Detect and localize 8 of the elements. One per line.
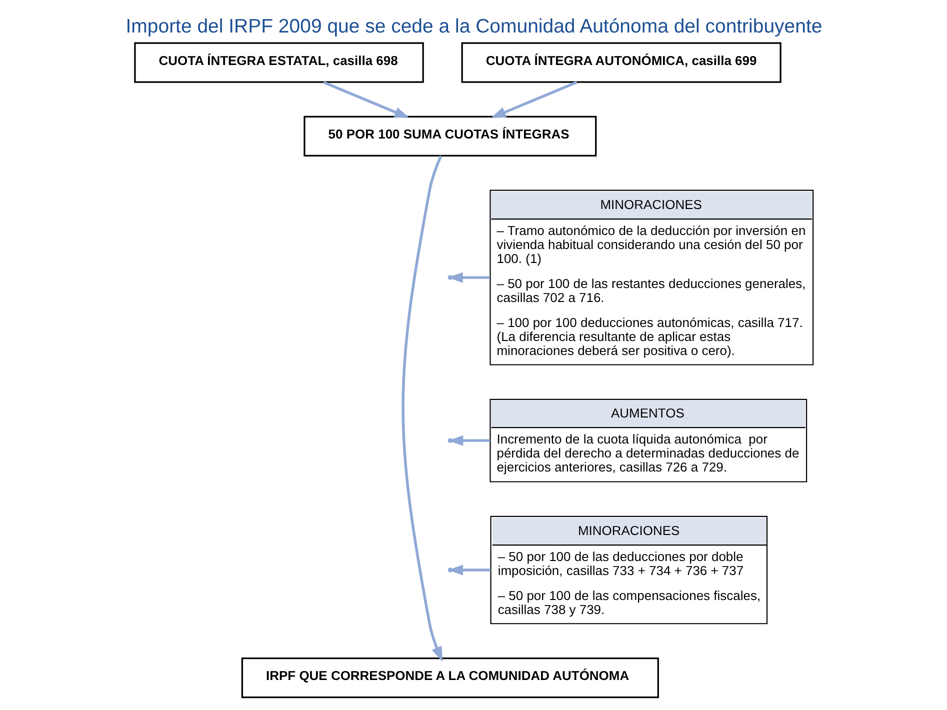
node-box: 50 POR 100 SUMA CUOTAS ÍNTEGRAS	[303, 116, 596, 156]
node-box: CUOTA ÍNTEGRA ESTATAL, casilla 698	[134, 42, 424, 83]
arrow	[490, 80, 577, 118]
node-box: IRPF QUE CORRESPONDE A LA COMUNIDAD AUTÓNOMA	[240, 657, 658, 698]
diagram-title: Importe del IRPF 2009 que se cede a la Comunidad Autónoma del contribuyente	[125, 16, 822, 38]
node-box: CUOTA ÍNTEGRA AUTONÓMICA, casilla 699	[460, 42, 781, 83]
arrow	[401, 155, 442, 662]
arrow	[322, 80, 410, 118]
